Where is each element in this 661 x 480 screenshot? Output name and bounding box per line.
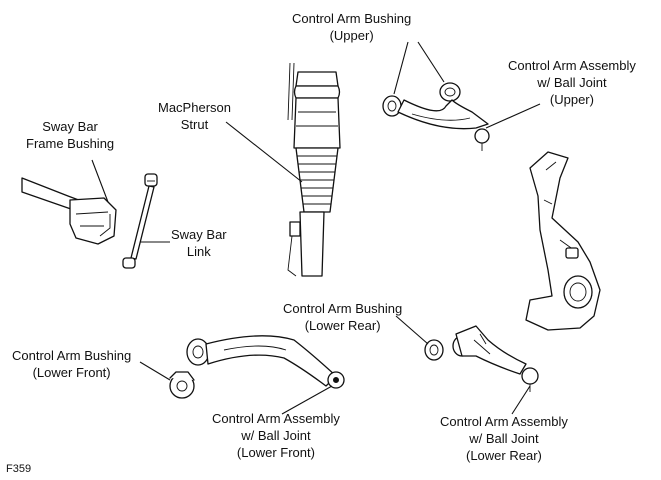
steering-knuckle-part	[525, 151, 601, 331]
sway-bar-link-part	[122, 173, 158, 269]
leader-caa-lower-rear	[511, 385, 531, 415]
sway-bar-frame-bushing-part	[21, 177, 117, 245]
label-control-arm-bushing-lower-rear: Control Arm Bushing(Lower Rear)	[283, 301, 403, 333]
macpherson-strut-part	[287, 62, 341, 277]
leader-caa-upper	[485, 103, 541, 129]
upper-control-arm-part	[382, 82, 490, 151]
lower-front-arm-part	[169, 335, 345, 399]
leader-caa-lower-front	[281, 385, 333, 415]
figure-code: F359	[6, 463, 32, 475]
leader-cab-lower-front	[139, 361, 171, 381]
leader-cab-lower-rear	[395, 315, 429, 345]
leader-cab-upper-a	[393, 41, 409, 95]
label-control-arm-bushing-lower-front: Control Arm Bushing(Lower Front)	[12, 348, 132, 380]
label-control-arm-bushing-upper: Control Arm Bushing(Upper)	[292, 11, 412, 43]
lower-rear-arm-part	[424, 325, 539, 392]
leader-macpherson	[225, 121, 303, 183]
leader-cab-upper-b	[417, 41, 445, 83]
leader-sway-bushing	[91, 159, 109, 203]
